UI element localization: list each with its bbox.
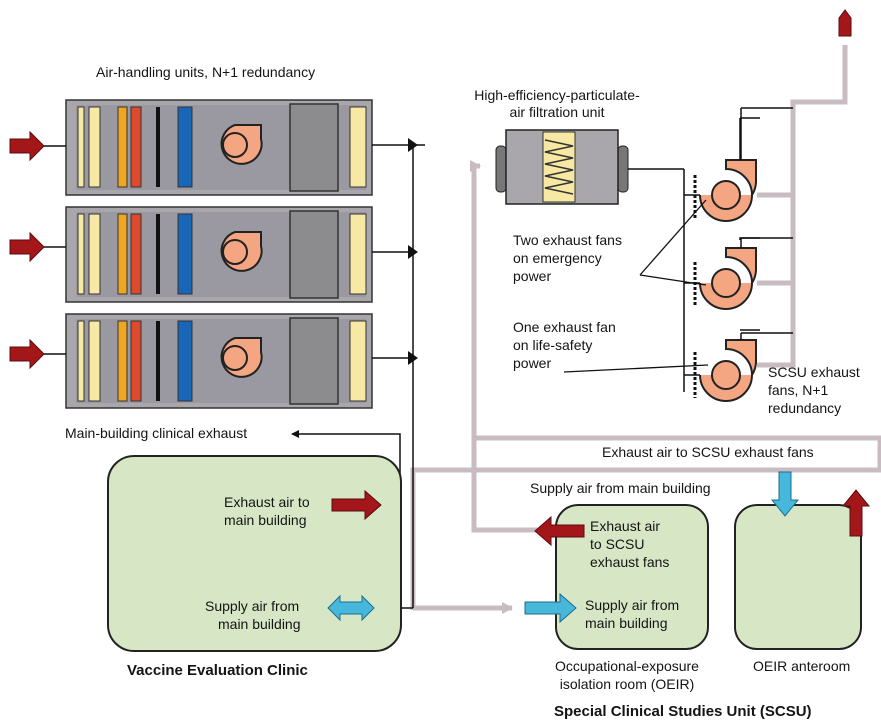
oeir-title-line2: isolation room (OEIR): [559, 676, 695, 692]
vec-exhaust-label-1: Exhaust air to: [224, 494, 310, 510]
scsu-exhaust-fan-1: [699, 159, 757, 222]
exhaust-to-scsu-fans-label: Exhaust air to SCSU exhaust fans: [602, 444, 814, 460]
one-fan-label-2: on life-safety: [513, 337, 593, 353]
intake-arrows: [9, 130, 45, 370]
oeir-supply-label-1: Supply air from: [585, 597, 680, 613]
ahu-unit-1: [65, 99, 373, 196]
scsu-fans-label-1: SCSU exhaust: [768, 364, 860, 380]
leader-lines: [563, 199, 709, 373]
ahu-title: Air-handling units, N+1 redundancy: [96, 64, 316, 80]
scsu-title: Special Clinical Studies Unit (SCSU): [554, 703, 812, 720]
hepa-label-line2: air filtration unit: [509, 104, 605, 120]
oeir-room: [555, 504, 709, 650]
supply-from-main-label: Supply air from main building: [530, 480, 711, 496]
oeir-exhaust-label-1: Exhaust air: [590, 518, 661, 534]
two-fans-label-2: on emergency: [513, 250, 602, 266]
oeir-supply-label-2: main building: [585, 615, 668, 631]
scsu-exhaust-fan-3: [699, 339, 757, 402]
oeir-anteroom: [734, 504, 862, 650]
vaccine-evaluation-clinic-title: Vaccine Evaluation Clinic: [127, 662, 308, 679]
vec-supply-label-1: Supply air from: [205, 598, 300, 614]
scsu-exhaust-fan-2: [699, 247, 757, 310]
hepa-label-line1: High-efficiency-particulate-: [474, 87, 640, 103]
room-airflow-arrows: [327, 471, 871, 624]
vec-exhaust-label-2: main building: [224, 512, 307, 528]
anteroom-title: OEIR anteroom: [753, 658, 851, 674]
one-fan-label-1: One exhaust fan: [513, 319, 616, 335]
scsu-fans-label-2: fans, N+1: [768, 382, 829, 398]
scsu-fans-label-3: redundancy: [768, 400, 842, 416]
two-fans-label-1: Two exhaust fans: [513, 232, 622, 248]
oeir-exhaust-label-3: exhaust fans: [590, 554, 670, 570]
vaccine-evaluation-clinic-room: [107, 455, 402, 652]
ahu-unit-2: [65, 206, 373, 303]
exhaust-stack-arrow: [838, 9, 852, 37]
oeir-exhaust-label-2: to SCSU: [590, 536, 645, 552]
hepa-unit: [495, 129, 629, 205]
two-fans-label-3: power: [513, 268, 552, 284]
ahu-unit-3: [65, 313, 373, 409]
vec-supply-label-2: main building: [218, 616, 301, 632]
one-fan-label-3: power: [513, 355, 552, 371]
main-clinical-exhaust-label: Main-building clinical exhaust: [65, 425, 248, 441]
oeir-title-line1: Occupational-exposure: [555, 658, 699, 674]
